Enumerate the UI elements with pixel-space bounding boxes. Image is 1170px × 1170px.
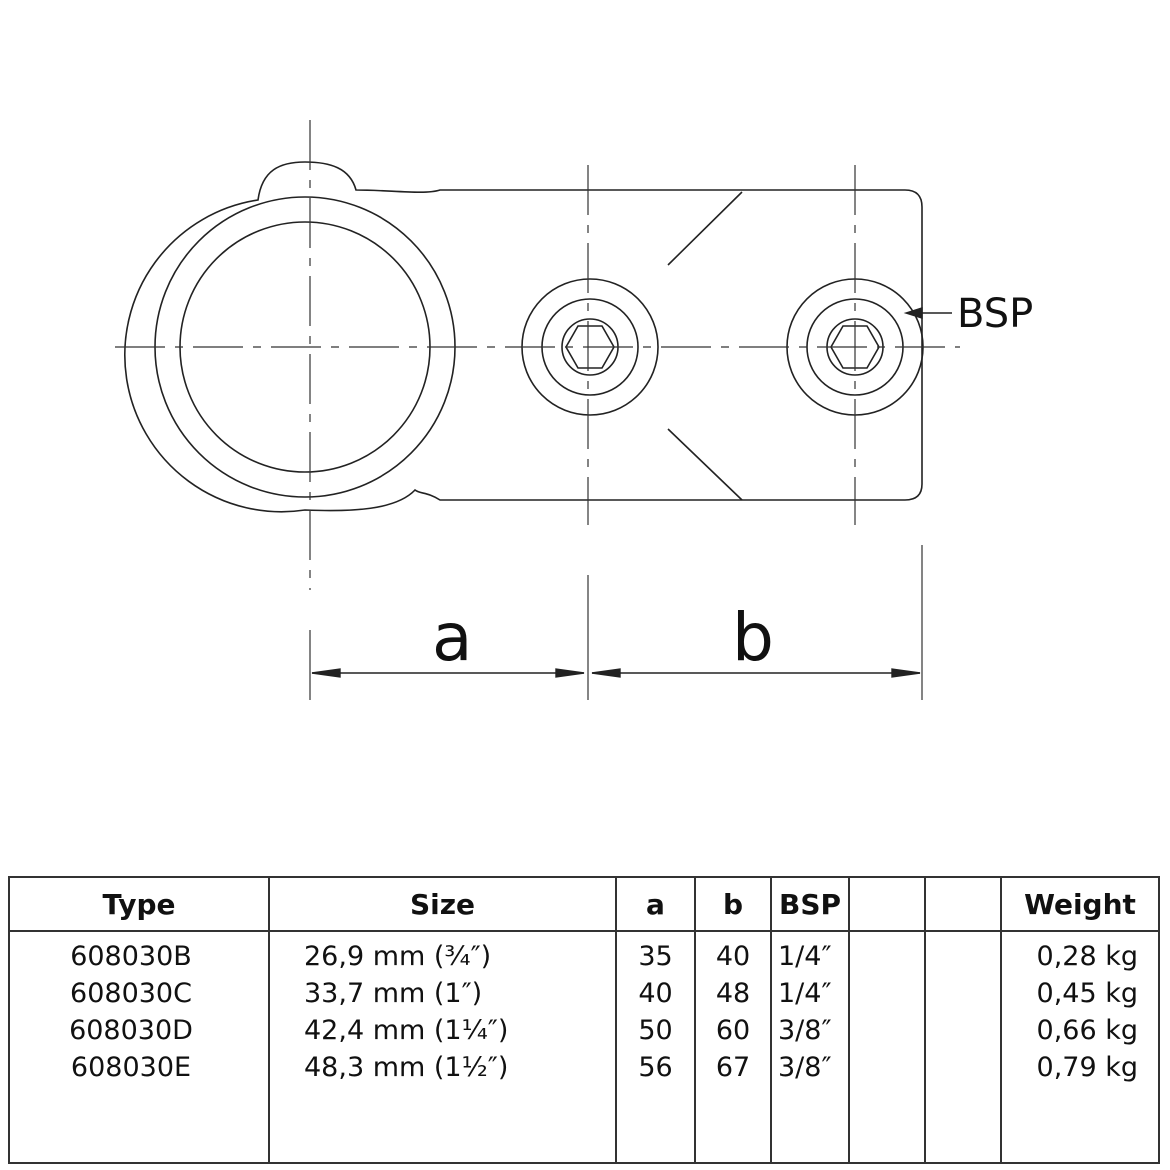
chamfer-line <box>667 191 743 266</box>
cell-type: 608030D <box>69 1015 193 1046</box>
spec-table: Type Size a b BSP Weight 608030B 608030C… <box>8 876 1160 1164</box>
fitting-outline <box>123 161 923 513</box>
size-column: 26,9 mm (¾″) 33,7 mm (1″) 42,4 mm (1¼″) … <box>268 931 617 1164</box>
arrowhead <box>591 668 621 678</box>
cell-weight: 0,45 kg <box>1036 978 1138 1009</box>
arrowhead <box>311 668 341 678</box>
header-bsp: BSP <box>770 876 850 932</box>
cell-bsp: 1/4″ <box>778 941 832 972</box>
cell-bsp: 1/4″ <box>778 978 832 1009</box>
bsp-column: 1/4″ 1/4″ 3/8″ 3/8″ <box>770 931 850 1164</box>
blank-column-2 <box>924 931 1002 1164</box>
cell-weight: 0,79 kg <box>1036 1052 1138 1083</box>
cell-type: 608030C <box>70 978 192 1009</box>
fitting-technical-drawing: BSP a b <box>115 120 1033 700</box>
cell-type: 608030B <box>70 941 192 972</box>
header-blank-1 <box>848 876 926 932</box>
cell-b: 60 <box>715 1015 751 1046</box>
cell-bsp: 3/8″ <box>778 1052 832 1083</box>
type-column: 608030B 608030C 608030D 608030E <box>8 931 270 1164</box>
cell-weight: 0,28 kg <box>1036 941 1138 972</box>
cell-b: 48 <box>715 978 751 1009</box>
blank-column-1 <box>848 931 926 1164</box>
header-size: Size <box>268 876 617 932</box>
cell-a: 40 <box>638 978 673 1009</box>
chamfer-line <box>667 428 743 501</box>
cell-size: 48,3 mm (1½″) <box>304 1052 509 1083</box>
header-weight: Weight <box>1000 876 1160 932</box>
header-a: a <box>615 876 696 932</box>
cell-size: 33,7 mm (1″) <box>304 978 483 1009</box>
header-b: b <box>694 876 772 932</box>
arrowhead <box>891 668 921 678</box>
cell-a: 56 <box>638 1052 673 1083</box>
dimension-label-b: b <box>732 599 774 676</box>
cell-bsp: 3/8″ <box>778 1015 832 1046</box>
cell-a: 35 <box>638 941 673 972</box>
cell-b: 40 <box>715 941 751 972</box>
header-blank-2 <box>924 876 1002 932</box>
arrowhead <box>555 668 585 678</box>
b-column: 40 48 60 67 <box>694 931 772 1164</box>
table-body: 608030B 608030C 608030D 608030E 26,9 mm … <box>8 931 1160 1164</box>
cell-a: 50 <box>638 1015 673 1046</box>
bsp-label: BSP <box>957 291 1033 337</box>
arrowhead <box>903 307 923 319</box>
dimension-label-a: a <box>432 599 472 676</box>
cell-type: 608030E <box>70 1052 192 1083</box>
weight-column: 0,28 kg 0,45 kg 0,66 kg 0,79 kg <box>1000 931 1160 1164</box>
cell-weight: 0,66 kg <box>1036 1015 1138 1046</box>
a-column: 35 40 50 56 <box>615 931 696 1164</box>
header-type: Type <box>8 876 270 932</box>
table-header-row: Type Size a b BSP Weight <box>8 876 1160 932</box>
cell-size: 42,4 mm (1¼″) <box>304 1015 509 1046</box>
cell-size: 26,9 mm (¾″) <box>304 941 492 972</box>
cell-b: 67 <box>715 1052 751 1083</box>
